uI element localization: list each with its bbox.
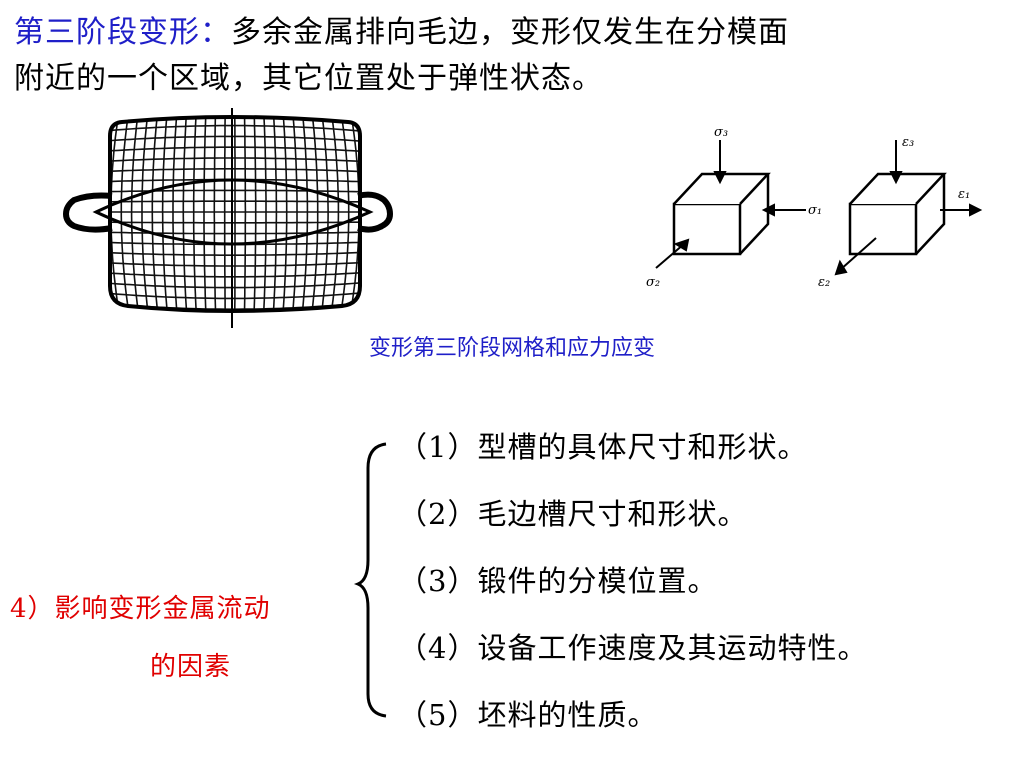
label-sigma3: σ₃ — [714, 125, 728, 140]
grid-line-vertical — [120, 117, 130, 311]
grid-line-vertical — [282, 117, 288, 311]
heading-line-1: 第三阶段变形：多余金属排向毛边，变形仅发生在分模面 — [14, 10, 1014, 56]
grid-line-horizontal — [110, 251, 360, 256]
grid-line-horizontal — [110, 124, 360, 133]
grid-line-horizontal — [110, 221, 360, 224]
grid-line-vertical — [339, 117, 350, 311]
grid-line-vertical — [172, 117, 178, 311]
factor-item-3: （3）锻件的分模位置。 — [398, 564, 718, 598]
grid-line-horizontal — [110, 261, 360, 267]
grid-line-horizontal — [110, 135, 360, 143]
factors-title-line-2: 的因素 — [150, 652, 232, 682]
grid-line-horizontal — [110, 281, 360, 289]
grid-line-vertical — [203, 117, 207, 311]
grid-line-vertical — [262, 117, 267, 311]
factor-item-4: （4）设备工作速度及其运动特性。 — [398, 631, 868, 665]
grid-line-vertical — [349, 117, 360, 311]
stress-strain-figure: σ₃ σ₁ σ₂ ε₃ ε₁ ε₂ — [646, 125, 983, 290]
factor-item-2: （2）毛边槽尺寸和形状。 — [398, 497, 748, 531]
label-sigma1: σ₁ — [808, 203, 822, 218]
label-sigma2: σ₂ — [646, 275, 660, 290]
heading-lead: 第三阶段变形： — [14, 15, 231, 50]
heading-line-2: 附近的一个区域，其它位置处于弹性状态。 — [14, 61, 603, 96]
grid-line-vertical — [161, 117, 169, 311]
grid-line-horizontal — [110, 231, 360, 235]
grid-line-vertical — [320, 117, 329, 311]
grid-line-vertical — [330, 117, 340, 311]
grid-line-vertical — [291, 117, 298, 311]
flash-right — [357, 191, 394, 233]
grid-line-vertical — [310, 117, 319, 311]
figure-caption: 变形第三阶段网格和应力应变 — [368, 336, 655, 361]
arrow-sigma2 — [655, 243, 685, 269]
grid-line-vertical — [141, 117, 150, 311]
grid-line-horizontal — [110, 291, 360, 300]
grid-line-vertical — [151, 117, 159, 311]
grid-line-vertical — [130, 117, 140, 311]
label-eps3: ε₃ — [902, 135, 914, 150]
grid-line-vertical — [223, 117, 226, 311]
grid-line-vertical — [253, 117, 257, 311]
label-eps2: ε₂ — [818, 275, 830, 290]
grid-line-horizontal — [110, 168, 360, 173]
grid-line-horizontal — [110, 157, 360, 163]
grid-line-vertical — [182, 117, 188, 311]
grid-line-vertical — [192, 117, 198, 311]
deformation-grid-figure — [62, 108, 394, 328]
grid-line-horizontal — [100, 312, 370, 320]
label-eps1: ε₁ — [958, 187, 970, 202]
arrow-eps2 — [839, 237, 877, 271]
heading-rest: 多余金属排向毛边，变形仅发生在分模面 — [231, 15, 789, 50]
grid-mesh — [100, 117, 370, 320]
grid-line-vertical — [243, 117, 247, 311]
strain-block — [848, 172, 947, 256]
factor-item-1: （1）型槽的具体尺寸和形状。 — [398, 430, 808, 464]
grid-line-vertical — [272, 117, 278, 311]
grid-line-horizontal — [110, 271, 360, 278]
factors-title-line-1: 4）影响变形金属流动 — [10, 594, 271, 624]
grid-line-vertical — [213, 117, 217, 311]
stress-block — [672, 172, 771, 256]
grid-line-horizontal — [110, 200, 360, 203]
grid-line-horizontal — [110, 189, 360, 193]
factor-item-5: （5）坯料的性质。 — [398, 698, 658, 732]
heading: 第三阶段变形：多余金属排向毛边，变形仅发生在分模面 附近的一个区域，其它位置处于… — [14, 10, 1014, 102]
lens-outline — [92, 178, 374, 246]
curly-brace — [353, 442, 387, 718]
workpiece-outline — [108, 115, 362, 313]
flash-left — [62, 192, 113, 233]
grid-line-horizontal — [110, 146, 360, 153]
grid-line-vertical — [301, 117, 309, 311]
